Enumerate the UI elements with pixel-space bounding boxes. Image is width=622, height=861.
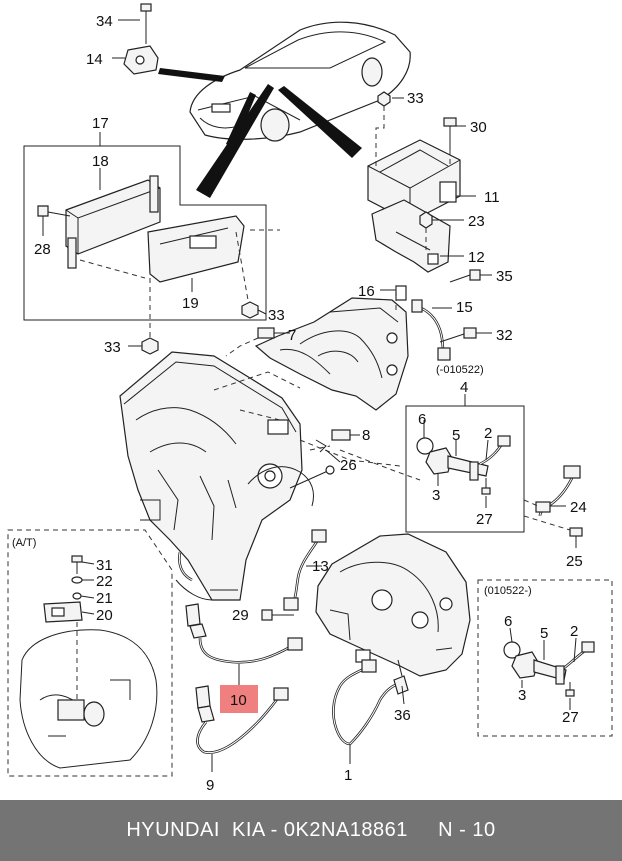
- callout-14: 14: [86, 51, 103, 68]
- cam-sensor-assembly-before: [416, 435, 511, 495]
- sensor-7: [257, 327, 290, 339]
- oxygen-sensor-10: [185, 603, 303, 664]
- callout-36: 36: [394, 707, 411, 724]
- footer-bar: HYUNDAI KIA - 0K2NA18861 N - 10: [0, 800, 622, 861]
- callout-32: 32: [496, 327, 513, 344]
- assembly-box-17: [23, 145, 267, 321]
- at-parts: [19, 555, 158, 769]
- callout-25: 25: [566, 553, 583, 570]
- callout-34: 34: [96, 13, 113, 30]
- pointer-wedge: [158, 68, 225, 82]
- callout-13: 13: [312, 558, 329, 575]
- variant-box-at: [7, 529, 173, 777]
- oxygen-sensor-9: [195, 685, 289, 754]
- callout-35: 35: [496, 268, 513, 285]
- callout-17: 17: [92, 115, 109, 132]
- callout-33: 33: [407, 90, 424, 107]
- callout-21: 21: [96, 590, 113, 607]
- bolt-25: [569, 527, 583, 548]
- callout-15: 15: [456, 299, 473, 316]
- module-18: [65, 175, 161, 269]
- pointer-wedge: [226, 92, 256, 148]
- variant-label-at: (A/T): [12, 537, 36, 549]
- callout-29: 29: [232, 607, 249, 624]
- clip-26: [315, 439, 327, 453]
- bolt-30: [443, 117, 457, 150]
- callout-33: 33: [104, 339, 121, 356]
- callout-27: 27: [476, 511, 493, 528]
- parts-diagram: 34 14 33 30 17 18 11 23 28 12 35 16 15 1…: [7, 3, 613, 794]
- callout-3: 3: [518, 687, 526, 704]
- pointer-wedge: [278, 86, 362, 158]
- callout-highlight-10: [220, 685, 258, 713]
- callout-5: 5: [452, 427, 460, 444]
- transmission: [315, 533, 471, 677]
- callout-33: 33: [268, 307, 285, 324]
- callout-28: 28: [34, 241, 51, 258]
- variant-label-before: (-010522): [436, 364, 484, 376]
- callout-1: 1: [344, 767, 352, 784]
- callout-30: 30: [470, 119, 487, 136]
- callout-2: 2: [484, 425, 492, 442]
- variant-label-after: (010522-): [484, 585, 532, 597]
- connector-13: [311, 529, 327, 543]
- bracket-12: [371, 199, 451, 273]
- engine-block: [119, 351, 303, 601]
- sensor-8: [331, 429, 360, 441]
- callout-2: 2: [570, 623, 578, 640]
- bracket-14: [123, 3, 159, 75]
- callout-12: 12: [468, 249, 485, 266]
- callout-24: 24: [570, 499, 587, 516]
- callout-6: 6: [418, 411, 426, 428]
- nut-33: [141, 337, 159, 355]
- callout-16: 16: [358, 283, 375, 300]
- nut-23: [419, 211, 433, 229]
- connector-24: [563, 465, 581, 479]
- callout-8: 8: [362, 427, 370, 444]
- callout-11: 11: [484, 189, 500, 206]
- variant-box-after: [477, 579, 613, 737]
- ecu-11: [367, 139, 461, 223]
- cam-sensor-assembly-after: [503, 641, 595, 697]
- callout-23: 23: [468, 213, 485, 230]
- callout-3: 3: [432, 487, 440, 504]
- nut-33: [377, 91, 391, 107]
- callout-9: 9: [206, 777, 214, 794]
- bolt-32: [439, 327, 477, 343]
- callout-4: 4: [460, 379, 468, 396]
- variant-box-before: [405, 405, 525, 533]
- footer-text: HYUNDAI KIA - 0K2NA18861 N - 10: [126, 819, 496, 841]
- intake-manifold: [254, 285, 409, 411]
- callout-26: 26: [340, 457, 357, 474]
- callout-6: 6: [504, 613, 512, 630]
- callout-31: 31: [96, 557, 113, 574]
- callout-10: 10: [230, 692, 247, 709]
- bracket-19: [147, 215, 245, 283]
- bolt-29: [261, 609, 294, 621]
- callout-27: 27: [562, 709, 579, 726]
- callout-7: 7: [288, 327, 296, 344]
- car-illustration: [189, 21, 411, 142]
- callout-20: 20: [96, 607, 113, 624]
- callout-19: 19: [182, 295, 199, 312]
- callout-18: 18: [92, 153, 109, 170]
- oxygen-sensor-1: [332, 659, 409, 746]
- bolt-35: [449, 269, 481, 283]
- nut-33: [241, 301, 259, 319]
- callout-22: 22: [96, 573, 113, 590]
- callout-5: 5: [540, 625, 548, 642]
